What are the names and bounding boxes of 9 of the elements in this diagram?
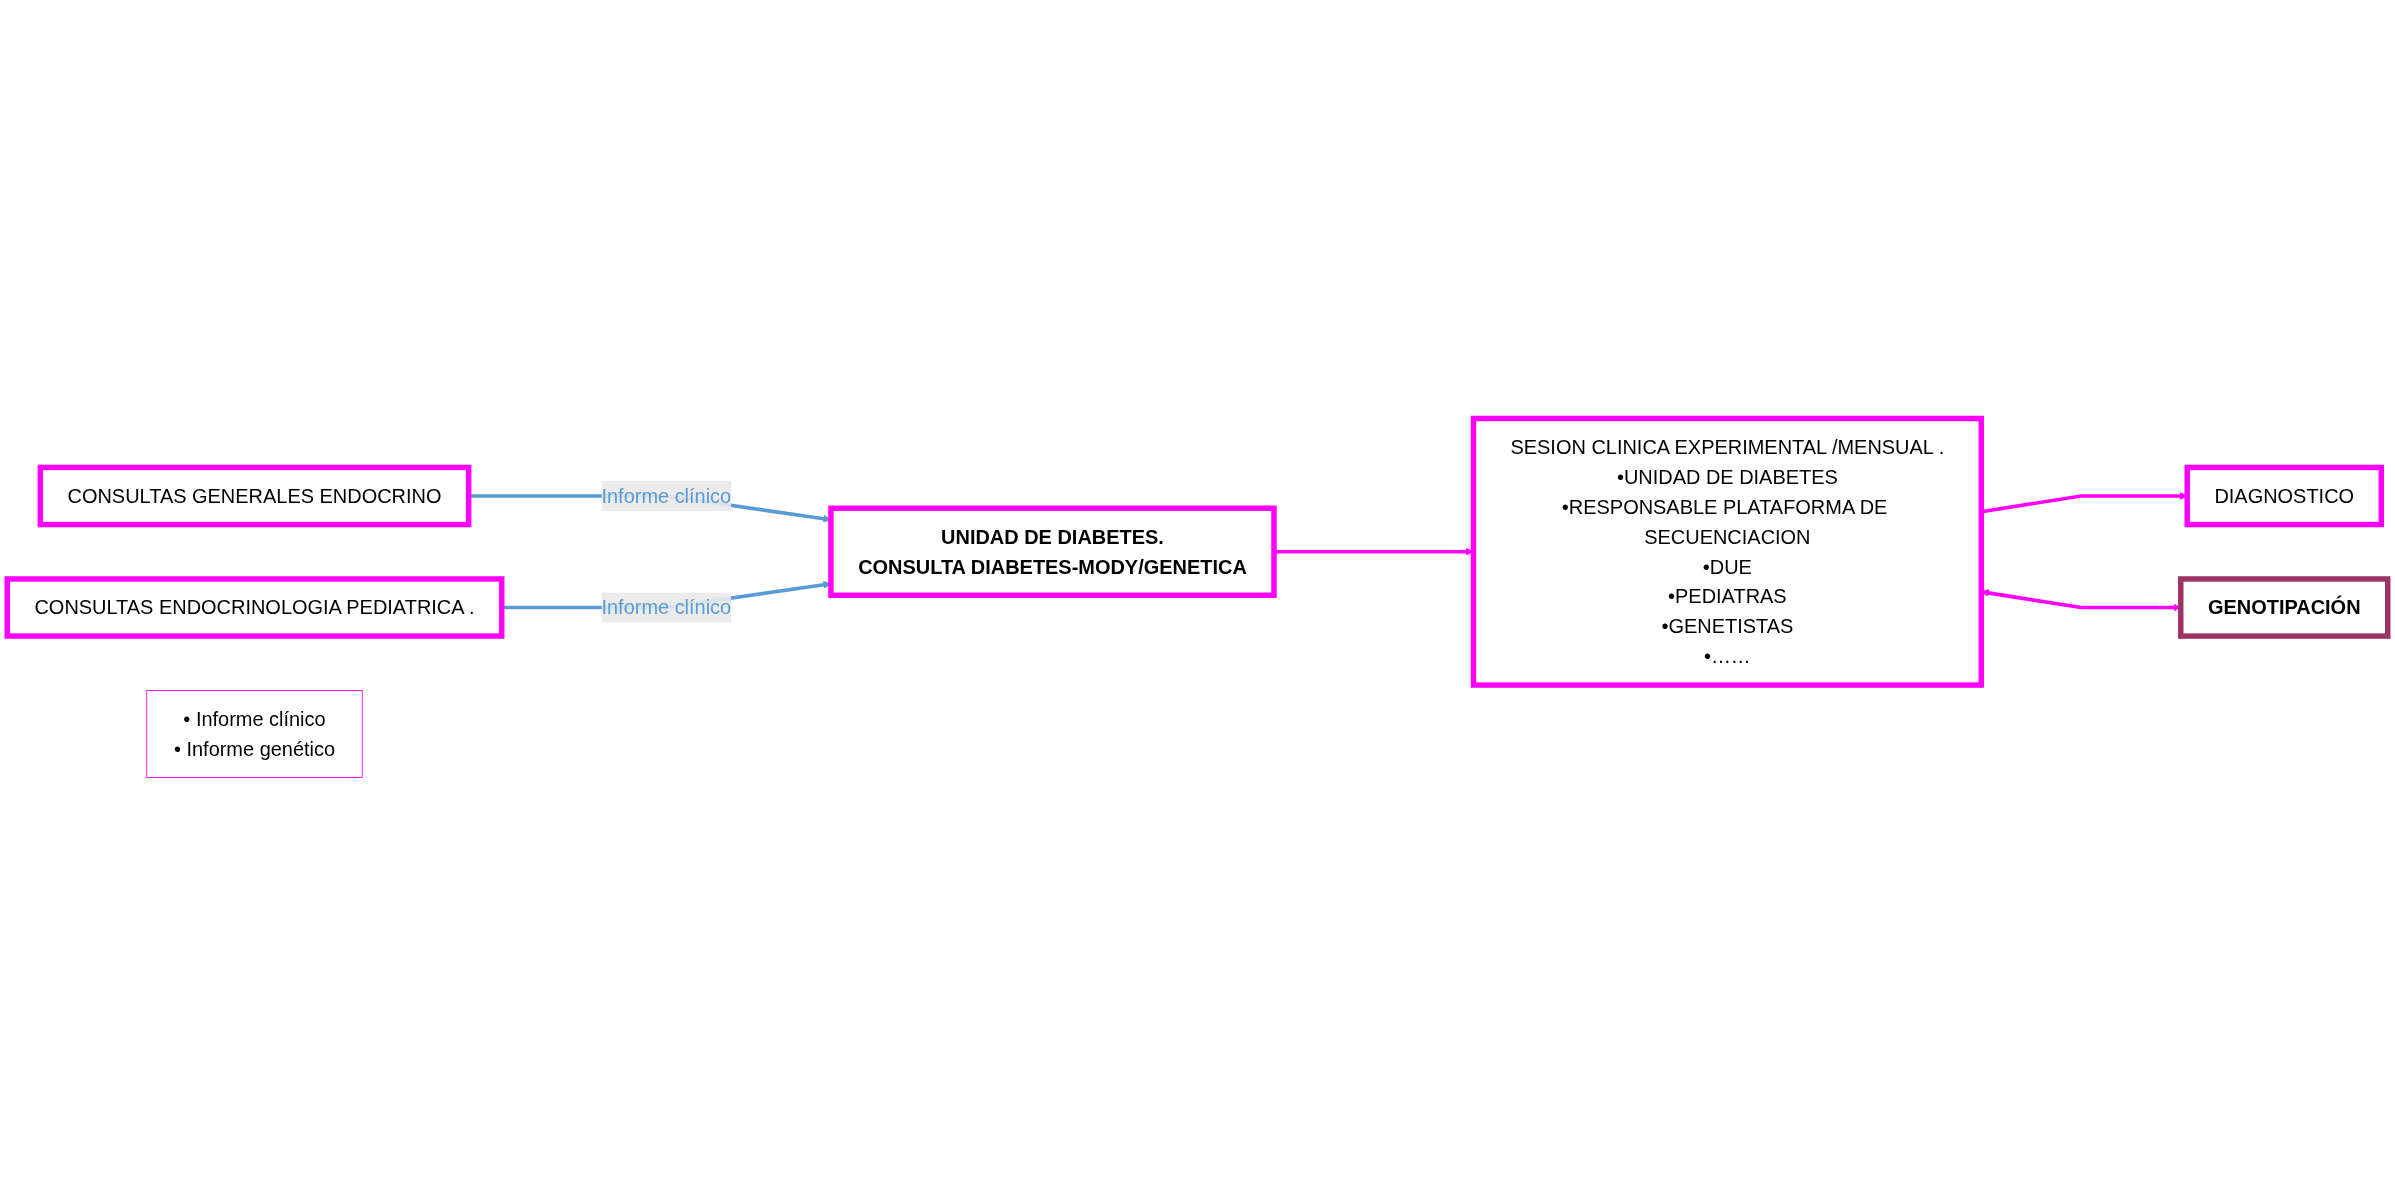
node-box: • Informe clínico • Informe genético bbox=[146, 690, 363, 778]
node-box: GENOTIPACIÓN bbox=[2178, 576, 2391, 639]
node-box: CONSULTAS ENDOCRINOLOGIA PEDIATRICA . bbox=[4, 576, 505, 639]
node-box: SESION CLINICA EXPERIMENTAL /MENSUAL . •UNIDAD DE DIABETES •RESPONSABLE PLATAFORMA DE SECUENCIACION •DUE •PEDIATRAS •GENETISTAS •…… bbox=[1470, 415, 1984, 688]
node-box: UNIDAD DE DIABETES. CONSULTA DIABETES-MODY/GENETICA bbox=[828, 505, 1277, 598]
node-box: CONSULTAS GENERALES ENDOCRINO bbox=[37, 464, 472, 528]
node-box: DIAGNOSTICO bbox=[2184, 464, 2384, 528]
edge-label: Informe clínico bbox=[601, 484, 732, 508]
edge-label: Informe clínico bbox=[601, 596, 732, 619]
